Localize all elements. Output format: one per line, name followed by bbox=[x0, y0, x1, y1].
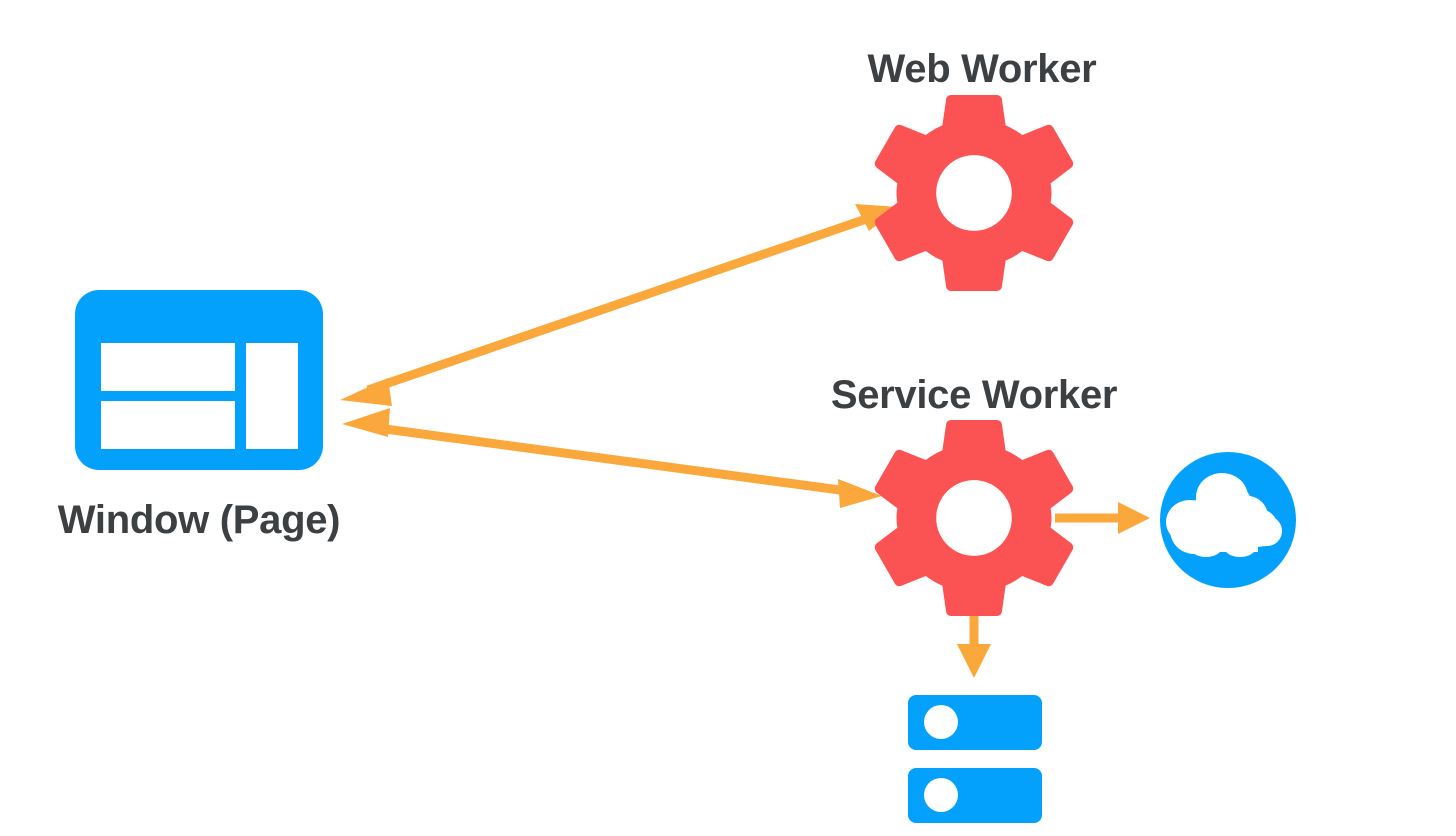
edge-layer bbox=[340, 204, 1150, 678]
server-stack-icon bbox=[908, 695, 1042, 823]
edge-line bbox=[369, 422, 856, 497]
browser-window-icon bbox=[75, 290, 323, 470]
window-page-label: Window (Page) bbox=[58, 498, 340, 542]
node-service-worker[interactable]: Service Worker bbox=[831, 373, 1117, 616]
edge-serviceworker-cloud bbox=[1055, 502, 1150, 534]
arrowhead-to-window-upper bbox=[340, 378, 392, 406]
server-unit-top bbox=[908, 695, 1042, 750]
edge-line bbox=[366, 212, 874, 395]
arrowhead-to-service-worker bbox=[838, 479, 882, 508]
node-cache-storage[interactable] bbox=[908, 695, 1042, 823]
service-worker-label: Service Worker bbox=[831, 373, 1117, 417]
arrowhead-to-window-lower bbox=[342, 408, 390, 437]
edge-window-webworker bbox=[340, 204, 899, 406]
node-window-page[interactable]: Window (Page) bbox=[58, 290, 340, 542]
edge-window-serviceworker bbox=[342, 408, 882, 508]
server-unit-bottom bbox=[908, 768, 1042, 823]
arrowhead-to-cloud bbox=[1118, 502, 1150, 534]
node-network-cloud[interactable] bbox=[1160, 452, 1296, 588]
arrowhead-to-cache bbox=[957, 644, 991, 678]
web-worker-label: Web Worker bbox=[868, 47, 1097, 91]
cloud-icon bbox=[1160, 452, 1296, 588]
gear-icon bbox=[874, 95, 1074, 291]
gear-icon bbox=[874, 420, 1074, 616]
node-web-worker[interactable]: Web Worker bbox=[868, 47, 1097, 291]
